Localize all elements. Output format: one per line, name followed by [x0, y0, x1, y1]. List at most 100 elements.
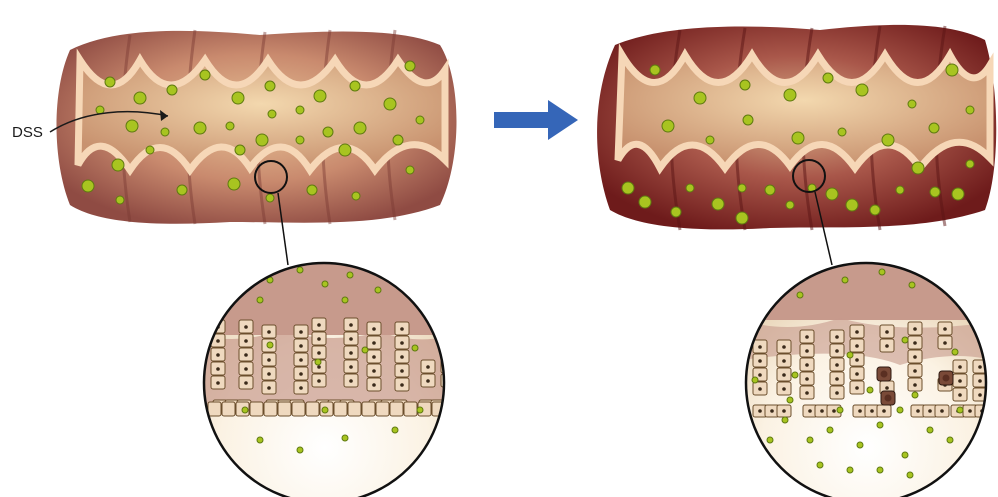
dss-particle	[792, 372, 798, 378]
dss-particle	[823, 73, 833, 83]
epithelial-cell	[362, 402, 375, 416]
cell-nucleus	[372, 383, 376, 387]
cell-nucleus	[317, 365, 321, 369]
dss-particle	[847, 352, 853, 358]
dss-particle	[743, 115, 753, 125]
epithelial-cell	[348, 402, 361, 416]
dss-label: DSS	[12, 124, 43, 141]
dss-particle	[232, 92, 244, 104]
dss-particle	[838, 128, 846, 136]
cell-nucleus	[317, 323, 321, 327]
dss-particle	[947, 437, 953, 443]
cell-nucleus	[267, 372, 271, 376]
cell-nucleus	[782, 409, 786, 413]
cell-nucleus	[317, 351, 321, 355]
cell-nucleus	[216, 381, 220, 385]
cell-nucleus	[885, 386, 889, 390]
cell-nucleus	[805, 349, 809, 353]
dss-particle	[671, 207, 681, 217]
cell-nucleus	[855, 372, 859, 376]
epithelial-cell	[404, 402, 417, 416]
cell-nucleus	[885, 330, 889, 334]
dss-particle	[912, 162, 924, 174]
dss-particle	[966, 160, 974, 168]
dss-particle	[352, 192, 360, 200]
dss-particle	[354, 122, 366, 134]
cell-nucleus	[299, 386, 303, 390]
dss-particle	[817, 462, 823, 468]
cell-nucleus	[267, 386, 271, 390]
cell-nucleus	[267, 330, 271, 334]
cell-nucleus	[446, 365, 450, 369]
cell-nucleus	[426, 365, 430, 369]
cell-nucleus	[758, 387, 762, 391]
cell-nucleus	[400, 327, 404, 331]
dss-particle	[856, 84, 868, 96]
cell-nucleus	[448, 404, 452, 408]
dss-particle	[686, 184, 694, 192]
dss-particle	[792, 132, 804, 144]
dss-particle	[782, 417, 788, 423]
dss-particle	[257, 297, 263, 303]
dss-particle	[256, 134, 268, 146]
cell-nucleus	[940, 409, 944, 413]
dss-particle	[867, 387, 873, 393]
dss-particle	[323, 127, 333, 137]
cell-nucleus	[855, 344, 859, 348]
cell-nucleus	[835, 391, 839, 395]
cell-nucleus	[372, 369, 376, 373]
dss-particle	[406, 166, 414, 174]
dss-particle	[393, 135, 403, 145]
cell-nucleus	[244, 367, 248, 371]
cell-nucleus	[349, 351, 353, 355]
cell-nucleus	[855, 386, 859, 390]
dss-particle	[126, 120, 138, 132]
cell-nucleus	[855, 330, 859, 334]
dss-particle	[392, 427, 398, 433]
cell-nucleus	[943, 327, 947, 331]
cell-nucleus	[958, 393, 962, 397]
dss-particle	[296, 136, 304, 144]
dss-particle	[896, 186, 904, 194]
cell-nucleus	[808, 409, 812, 413]
cell-nucleus	[835, 335, 839, 339]
cell-nucleus	[943, 341, 947, 345]
dss-particle	[877, 467, 883, 473]
cell-nucleus	[400, 369, 404, 373]
dss-particle	[930, 187, 940, 197]
epithelial-cell	[250, 402, 263, 416]
dss-particle	[296, 106, 304, 114]
cell-nucleus	[805, 363, 809, 367]
cell-nucleus	[916, 409, 920, 413]
cell-nucleus	[913, 355, 917, 359]
epithelial-cell	[264, 402, 277, 416]
cell-nucleus	[372, 327, 376, 331]
dss-particle	[847, 467, 853, 473]
dss-particle	[694, 92, 706, 104]
cell-nucleus	[758, 359, 762, 363]
magnified-healthy-tissue	[200, 260, 459, 497]
dss-particle	[268, 110, 276, 118]
dss-particle	[927, 427, 933, 433]
cell-nucleus	[349, 323, 353, 327]
dss-particle	[787, 397, 793, 403]
dss-particle	[837, 407, 843, 413]
dss-particle	[405, 61, 415, 71]
damaged-cell-nucleus	[943, 375, 950, 382]
dss-particle	[267, 342, 273, 348]
colon-healthy	[57, 30, 457, 224]
dss-particle	[161, 128, 169, 136]
epithelial-cell	[208, 402, 221, 416]
dss-particle	[242, 407, 248, 413]
dss-particle	[857, 442, 863, 448]
cell-nucleus	[400, 355, 404, 359]
dss-particle	[417, 407, 423, 413]
cell-nucleus	[968, 409, 972, 413]
cell-nucleus	[835, 377, 839, 381]
cell-nucleus	[782, 359, 786, 363]
epithelial-cell	[306, 402, 319, 416]
cell-nucleus	[835, 349, 839, 353]
dss-particle	[897, 407, 903, 413]
